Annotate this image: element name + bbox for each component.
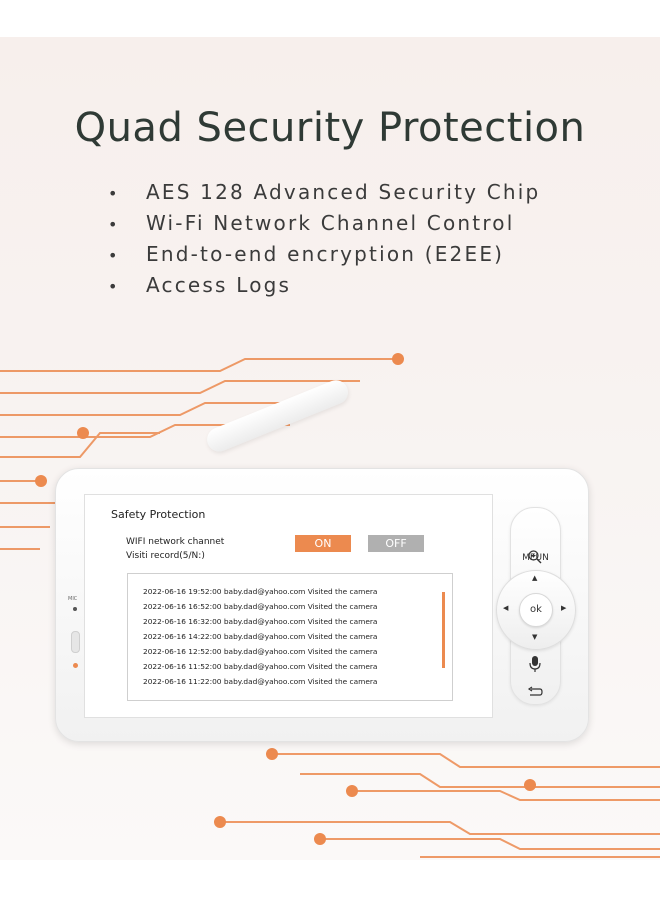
feature-text: AES 128 Advanced Security Chip: [146, 180, 541, 204]
list-item: 2022-06-16 16:32:00 baby.dad@yahoo.com V…: [143, 617, 378, 626]
list-item: 2022-06-16 16:52:00 baby.dad@yahoo.com V…: [143, 602, 378, 611]
back-icon[interactable]: [527, 686, 543, 700]
feature-text: End-to-end encryption (E2EE): [146, 242, 505, 266]
arrow-up-icon[interactable]: ▲: [532, 574, 538, 582]
menu-button[interactable]: MEUN: [522, 553, 549, 563]
ok-button[interactable]: ok: [519, 593, 553, 627]
circuit-decoration: [0, 353, 660, 858]
status-led: [73, 663, 78, 668]
list-item: 2022-06-16 12:52:00 baby.dad@yahoo.com V…: [143, 647, 378, 656]
list-item: • Wi-Fi Network Channel Control: [108, 208, 540, 239]
mic-label: MIC: [68, 596, 78, 602]
access-log-list[interactable]: 2022-06-16 19:52:00 baby.dad@yahoo.com V…: [127, 573, 453, 701]
bullet: •: [108, 277, 120, 296]
bullet: •: [108, 246, 120, 265]
navigation-dpad[interactable]: [496, 570, 576, 650]
mic-hole: [73, 607, 77, 611]
mic-icon[interactable]: [528, 655, 542, 673]
zoom-in-icon[interactable]: [527, 549, 543, 565]
list-item: • AES 128 Advanced Security Chip: [108, 177, 540, 208]
visit-record-label: Visiti record(5/N:): [126, 551, 205, 561]
list-item: • End-to-end encryption (E2EE): [108, 239, 540, 270]
bullet: •: [108, 184, 120, 203]
on-button[interactable]: ON: [295, 535, 351, 552]
list-item: 2022-06-16 11:52:00 baby.dad@yahoo.com V…: [143, 662, 378, 671]
page-title: Quad Security Protection: [74, 105, 586, 151]
log-scrollbar[interactable]: [442, 592, 445, 668]
screen-title: Safety Protection: [111, 508, 206, 521]
device-screen: Safety Protection WIFI network channet V…: [84, 494, 493, 718]
wifi-channel-label: WIFI network channet: [126, 537, 225, 547]
arrow-down-icon[interactable]: ▼: [532, 633, 538, 641]
list-item: 2022-06-16 11:22:00 baby.dad@yahoo.com V…: [143, 677, 378, 686]
side-slot: [71, 631, 80, 653]
list-item: 2022-06-16 19:52:00 baby.dad@yahoo.com V…: [143, 587, 378, 596]
baby-monitor-device: MIC Safety Protection WIFI network chann…: [55, 468, 589, 742]
off-button[interactable]: OFF: [368, 535, 424, 552]
arrow-left-icon[interactable]: ◀: [503, 604, 509, 612]
arrow-right-icon[interactable]: ▶: [561, 604, 567, 612]
feature-text: Wi-Fi Network Channel Control: [146, 211, 515, 235]
list-item: • Access Logs: [108, 270, 540, 301]
list-item: 2022-06-16 14:22:00 baby.dad@yahoo.com V…: [143, 632, 378, 641]
feature-text: Access Logs: [146, 273, 292, 297]
hero-panel: Quad Security Protection • AES 128 Advanc…: [0, 37, 660, 860]
feature-list: • AES 128 Advanced Security Chip • Wi-Fi N…: [108, 177, 540, 301]
bullet: •: [108, 215, 120, 234]
